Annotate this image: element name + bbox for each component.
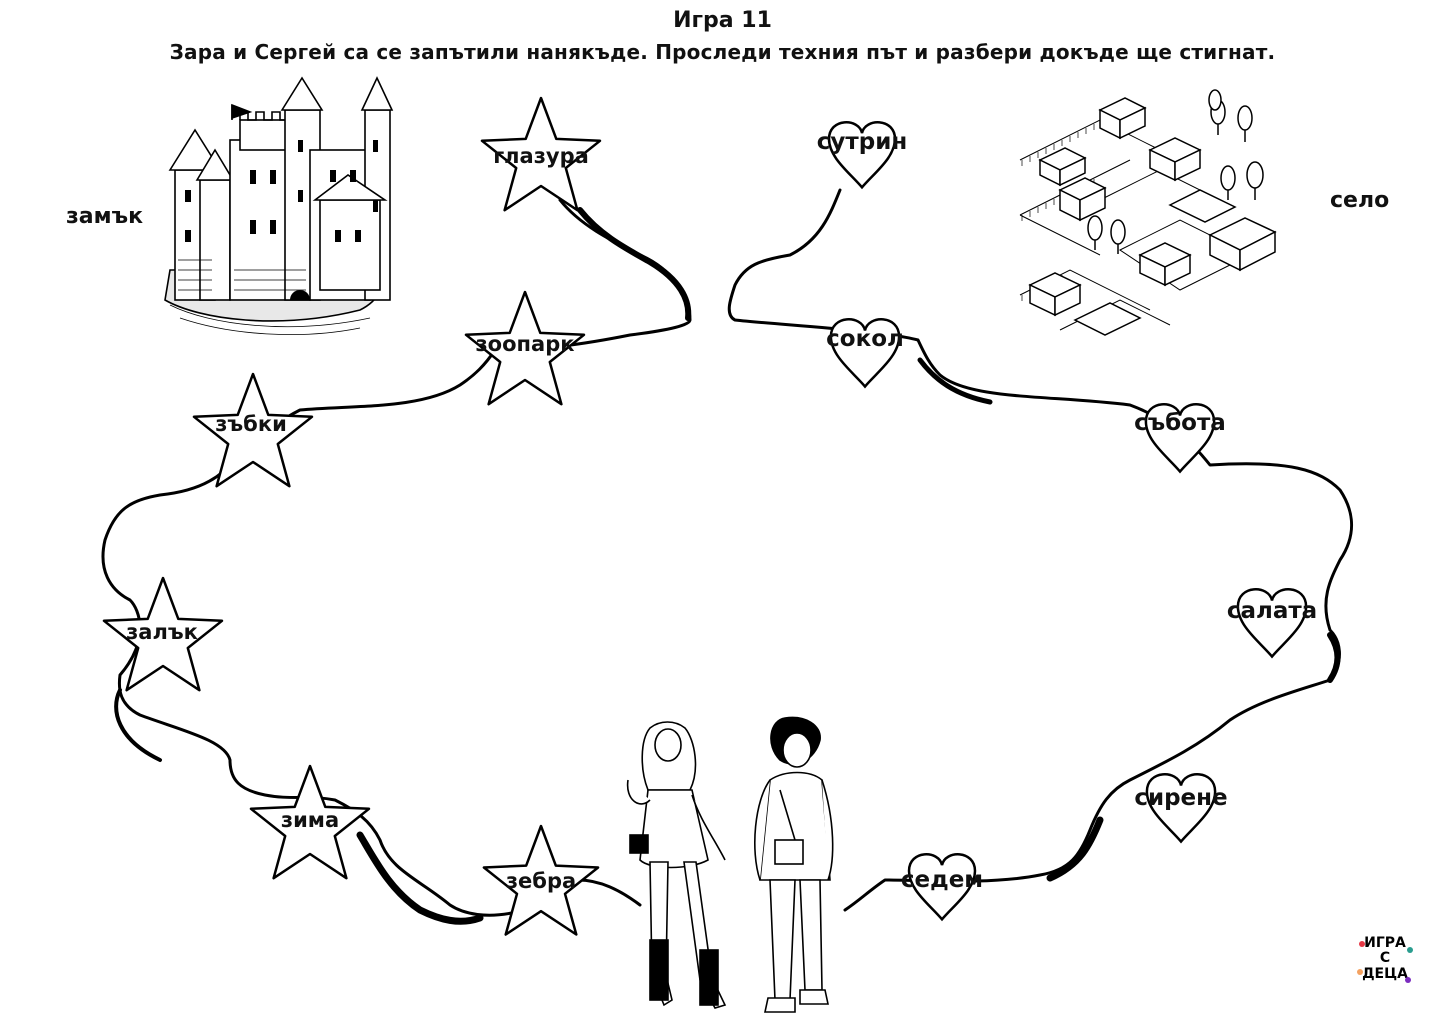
- heart-shape-4: [1236, 588, 1308, 659]
- star-word-6: зебра: [505, 869, 577, 893]
- heart-layer: [827, 121, 1308, 922]
- logo-line-3: ДЕЦА: [1362, 966, 1408, 982]
- right-path-shadow-2: [1327, 632, 1341, 683]
- heart-shape-2: [829, 318, 901, 389]
- star-shape-6: [482, 824, 600, 936]
- logo-dot-red: [1359, 941, 1365, 947]
- heart-word-2: сокол: [826, 326, 904, 352]
- castle-illustration: [164, 76, 394, 335]
- place-label-village: село: [1330, 188, 1390, 213]
- heart-word-3: събота: [1134, 410, 1226, 436]
- star-shape-2: [464, 290, 586, 406]
- right-path-shadow: [1046, 816, 1104, 882]
- left-path-shadow-3: [114, 688, 162, 762]
- logo-line-2: С: [1380, 950, 1390, 966]
- left-path: [101, 198, 692, 917]
- star-word-2: зоопарк: [475, 332, 575, 356]
- star-word-1: глазура: [493, 144, 589, 168]
- village-illustration: [1019, 89, 1277, 336]
- star-shape-3: [192, 372, 314, 488]
- people-illustration: [626, 716, 834, 1013]
- heart-word-6: седем: [900, 867, 984, 893]
- igra-s-deca-logo: ИГРА С ДЕЦА: [1357, 935, 1413, 983]
- heart-shape-3: [1144, 403, 1216, 474]
- place-label-castle: замък: [66, 204, 144, 229]
- heart-word-5: сирене: [1134, 785, 1228, 811]
- star-layer: [102, 96, 602, 936]
- page-title: Игра 11: [673, 8, 772, 33]
- heart-shape-5: [1145, 773, 1217, 844]
- instructions-text: Зара и Сергей са се запътили нанякъде. П…: [169, 40, 1276, 64]
- logo-dot-purple: [1405, 977, 1411, 983]
- logo-line-1: ИГРА: [1364, 935, 1406, 951]
- heart-shape-1: [827, 121, 897, 190]
- left-path-shadow: [577, 207, 692, 321]
- right-path: [727, 188, 1354, 912]
- maze-paths: [101, 188, 1354, 925]
- logo-dot-teal: [1407, 947, 1413, 953]
- star-shape-1: [480, 96, 602, 212]
- right-path-shadow-3: [917, 357, 993, 405]
- logo-dot-orange: [1357, 969, 1363, 975]
- heart-shape-6: [907, 853, 977, 922]
- star-shape-4: [102, 576, 224, 692]
- heart-word-1: сутрин: [816, 129, 908, 155]
- left-path-shadow-2: [356, 831, 484, 925]
- star-word-5: зима: [280, 808, 340, 832]
- star-word-3: зъбки: [215, 412, 287, 436]
- heart-word-4: салата: [1226, 598, 1318, 624]
- star-shape-5: [249, 764, 371, 880]
- star-word-4: залък: [126, 620, 198, 644]
